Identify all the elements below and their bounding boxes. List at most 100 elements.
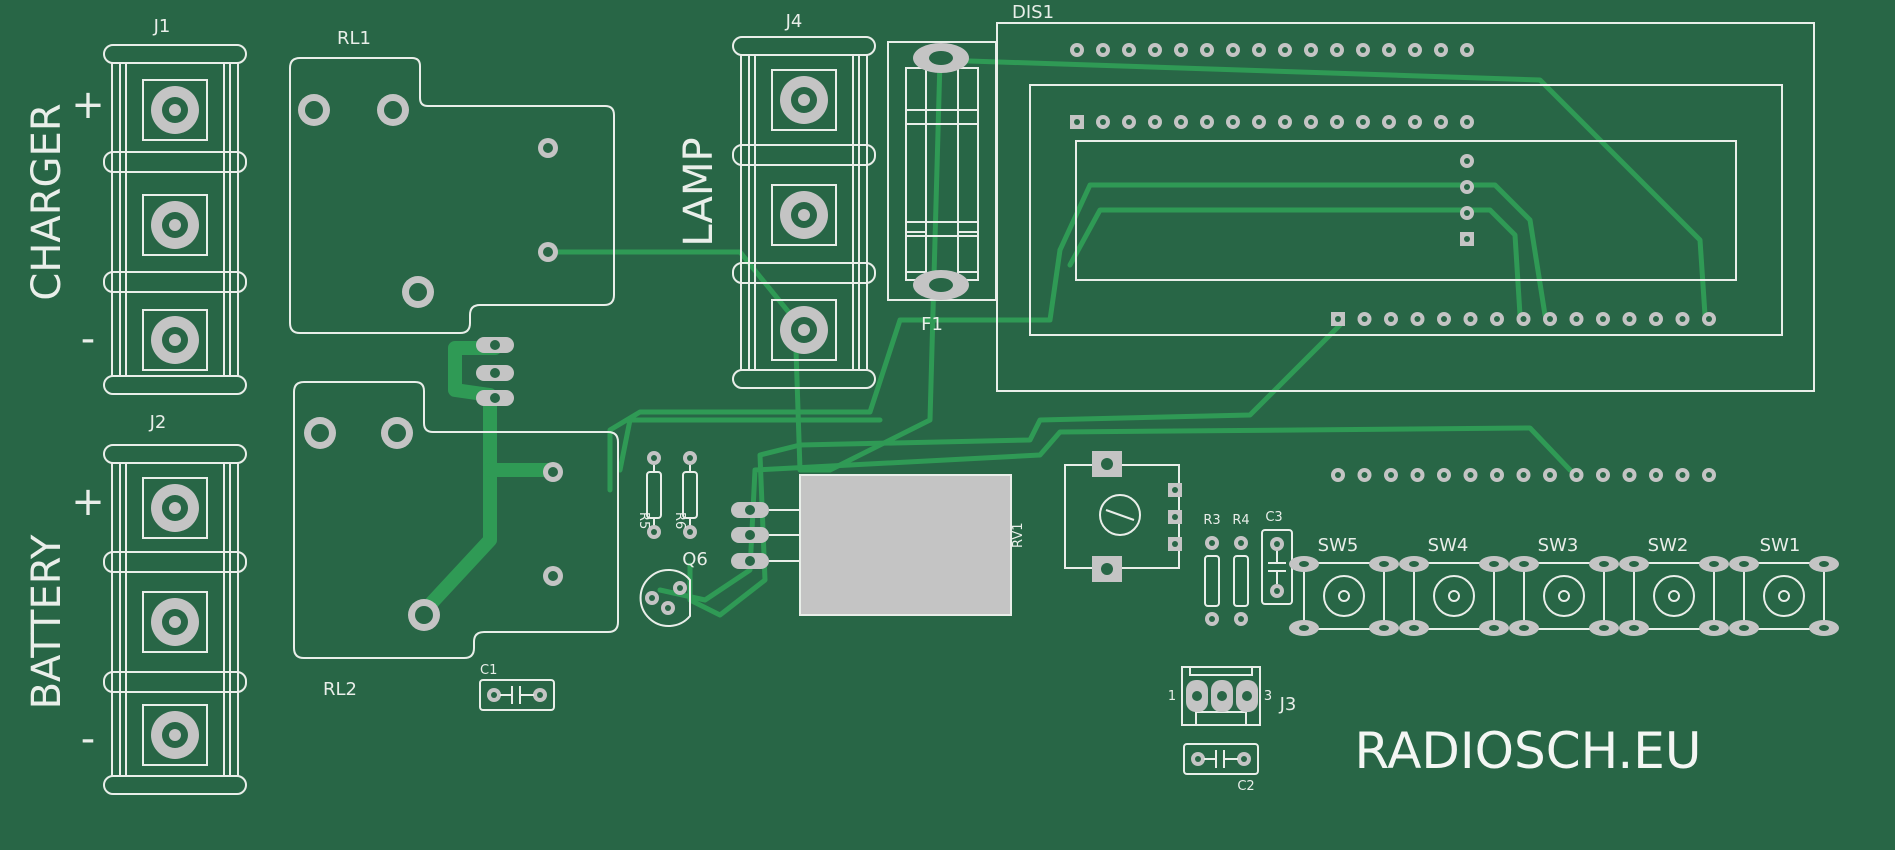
r4-label: R4 (1232, 513, 1249, 528)
display-pin-hole (1494, 316, 1500, 322)
charger-label: CHARGER (24, 103, 70, 300)
capacitor-c2[interactable] (1183, 743, 1259, 775)
battery-label: BATTERY (24, 534, 70, 709)
display-pin-hole (1464, 158, 1470, 164)
capacitor-c1[interactable] (479, 679, 555, 711)
capacitor-c3[interactable] (1261, 529, 1293, 605)
dis1-label: DIS1 (1012, 2, 1054, 23)
display-pin-hole (1679, 316, 1686, 322)
relay-pin (543, 462, 563, 482)
terminal-pad (151, 484, 199, 532)
sw3-label: SW3 (1538, 535, 1579, 556)
c2-label: C2 (1237, 779, 1254, 794)
display-pin-hole (1464, 236, 1470, 242)
terminal-pad (151, 201, 199, 249)
lamp-label: LAMP (676, 137, 722, 246)
relay-rl1[interactable] (289, 57, 615, 334)
rv1-label: RV1 (1011, 523, 1026, 549)
relay-pin (402, 276, 434, 308)
j2-label: J2 (149, 412, 167, 433)
display-pin-hole (1204, 47, 1210, 53)
push-button-sw5[interactable] (1289, 556, 1399, 636)
j3-pin1-label: 1 (1168, 689, 1176, 704)
transistor-q6[interactable] (639, 569, 691, 627)
display-pin-hole (1441, 472, 1447, 478)
display-pin-hole (1520, 472, 1527, 478)
trimmer-rv1[interactable] (1064, 451, 1182, 582)
display-pin-hole (1204, 119, 1210, 125)
terminal-block-j1[interactable] (103, 44, 247, 395)
display-pin-hole (1335, 316, 1341, 322)
display-pin-hole (1414, 316, 1421, 322)
display-pin-hole (1386, 47, 1392, 53)
push-button-sw2[interactable] (1619, 556, 1729, 636)
display-pin-hole (1438, 47, 1444, 53)
r6-label: R6 (672, 512, 687, 529)
relay-rl2[interactable] (293, 381, 619, 659)
fuse-holder-f1[interactable] (887, 41, 997, 301)
display-pin-hole (1388, 472, 1394, 478)
display-pin-hole (1230, 119, 1236, 125)
display-pin-hole (1464, 184, 1470, 190)
display-pin-hole (1361, 316, 1368, 322)
display-pin-hole (1706, 316, 1712, 322)
terminal-pad (151, 86, 199, 134)
relay-pin (304, 417, 336, 449)
resistor-r6[interactable] (682, 451, 698, 539)
rl2-label: RL2 (323, 679, 357, 700)
terminal-pad (780, 76, 828, 124)
relay-pin (538, 242, 558, 262)
relay-pin (538, 138, 558, 158)
c1-label: C1 (480, 663, 497, 678)
display-pin-hole (1573, 472, 1580, 478)
display-pin-hole (1152, 119, 1158, 125)
display-pin-hole (1464, 119, 1470, 125)
display-pin-hole (1626, 316, 1633, 322)
display-pin-hole (1573, 316, 1580, 322)
display-pin-hole (1520, 316, 1527, 322)
brand-label: RADIOSCH.EU (1355, 722, 1702, 780)
display-pin-hole (1467, 316, 1474, 322)
display-pin-hole (1335, 472, 1341, 478)
charger-minus-label: - (81, 316, 95, 362)
display-pin-hole (1308, 119, 1314, 125)
terminal-block-j2[interactable] (103, 444, 247, 795)
display-pin-hole (1547, 316, 1553, 322)
display-pin-hole (1600, 316, 1606, 322)
display-pin-hole (1230, 47, 1236, 53)
connector-j3[interactable] (1181, 666, 1261, 726)
display-pin-hole (1547, 472, 1553, 478)
c3-label: C3 (1265, 510, 1282, 525)
display-pin-hole (1441, 316, 1447, 322)
relay-pin (543, 566, 563, 586)
display-pin-hole (1412, 119, 1418, 125)
relay-pin (408, 599, 440, 631)
push-button-sw1[interactable] (1729, 556, 1839, 636)
terminal-block-j4[interactable] (732, 36, 876, 389)
display-pin-hole (1152, 47, 1158, 53)
resistor-r3[interactable] (1204, 536, 1220, 626)
r3-label: R3 (1203, 513, 1220, 528)
display-pin-hole (1334, 119, 1340, 125)
regulator-ic[interactable] (731, 474, 1012, 616)
j3-pin3-label: 3 (1264, 689, 1272, 704)
display-pin-hole (1100, 119, 1106, 125)
push-button-sw3[interactable] (1509, 556, 1619, 636)
resistor-r5[interactable] (646, 451, 662, 539)
terminal-pad (780, 306, 828, 354)
terminal-pad (780, 191, 828, 239)
battery-plus-label: + (71, 479, 105, 525)
q6-label: Q6 (682, 549, 708, 570)
display-pin-hole (1438, 119, 1444, 125)
lcd-display-dis1[interactable] (996, 22, 1815, 482)
sw4-label: SW4 (1428, 535, 1469, 556)
push-button-sw4[interactable] (1399, 556, 1509, 636)
resistor-r4[interactable] (1233, 536, 1249, 626)
display-pin-hole (1360, 47, 1366, 53)
display-pin-hole (1360, 119, 1366, 125)
display-pin-hole (1464, 210, 1470, 216)
display-pin-hole (1388, 316, 1394, 322)
display-pin-hole (1256, 119, 1262, 125)
display-pin-hole (1282, 47, 1288, 53)
